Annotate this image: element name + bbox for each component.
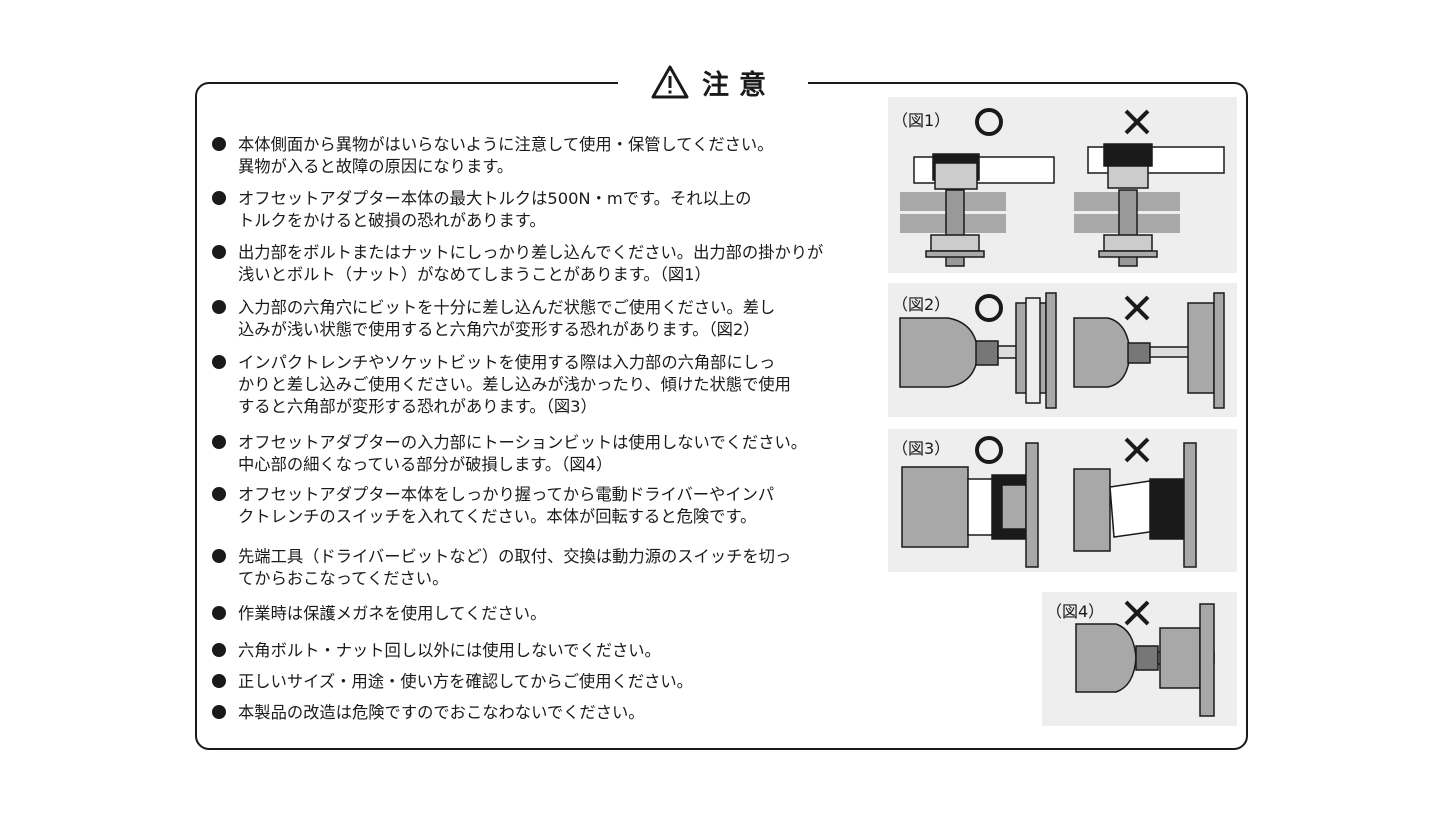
torsion-bit-illustration — [1075, 600, 1215, 717]
list-item: 本体側面から異物がはいらないように注意して使用・保管してください。異物が入ると故… — [212, 134, 850, 178]
list-item: 入力部の六角穴にビットを十分に差し込んだ状態でご使用ください。差し込みが浅い状態… — [212, 297, 850, 341]
item-line: クトレンチのスイッチを入れてください。本体が回転すると危険です。 — [238, 507, 757, 526]
figure-label: （図4） — [1046, 602, 1105, 621]
item-line: 六角ボルト・ナット回し以外には使用しないでください。 — [238, 641, 661, 660]
item-line: 入力部の六角穴にビットを十分に差し込んだ状態でご使用ください。差し — [238, 298, 776, 317]
list-item: オフセットアダプター本体をしっかり握ってから電動ドライバーやインパクトレンチのス… — [212, 484, 850, 528]
item-line: 本体側面から異物がはいらないように注意して使用・保管してください。 — [238, 135, 774, 154]
figure-label: （図2） — [892, 295, 951, 314]
list-item: 本製品の改造は危険ですのでおこなわないでください。 — [212, 702, 850, 724]
bullet-icon — [212, 191, 226, 205]
bolt-socket-illustration — [900, 108, 1225, 267]
figure-2: （図2） — [888, 283, 1237, 417]
impact-wrench-socket-illustration — [901, 436, 1197, 568]
bullet-icon — [212, 245, 226, 259]
item-line: 作業時は保護メガネを使用してください。 — [238, 604, 547, 623]
list-item: 正しいサイズ・用途・使い方を確認してからご使用ください。 — [212, 671, 850, 693]
warning-triangle-icon — [651, 65, 689, 99]
figure-label: （図1） — [892, 111, 951, 130]
item-line: 出力部をボルトまたはナットにしっかり差し込んでください。出力部の掛かりが — [238, 243, 824, 262]
bullet-icon — [212, 300, 226, 314]
bullet-icon — [212, 549, 226, 563]
bullet-icon — [212, 137, 226, 151]
item-line: てからおこなってください。 — [238, 569, 449, 588]
bullet-icon — [212, 435, 226, 449]
item-line: 浅いとボルト（ナット）がなめてしまうことがあります。（図1） — [238, 265, 711, 284]
list-item: 出力部をボルトまたはナットにしっかり差し込んでください。出力部の掛かりが浅いとボ… — [212, 242, 850, 286]
figure-label: （図3） — [892, 439, 951, 458]
bullet-icon — [212, 705, 226, 719]
item-line: 中心部の細くなっている部分が破損します。（図4） — [238, 455, 613, 474]
list-item: 先端工具（ドライバービットなど）の取付、交換は動力源のスイッチを切ってからおこな… — [212, 546, 850, 590]
bullet-icon — [212, 643, 226, 657]
item-line: 正しいサイズ・用途・使い方を確認してからご使用ください。 — [238, 672, 693, 691]
item-line: トルクをかけると破損の恐れがあります。 — [238, 211, 546, 230]
item-line: すると六角部が変形する恐れがあります。（図3） — [238, 397, 597, 416]
bullet-icon — [212, 674, 226, 688]
item-line: オフセットアダプター本体をしっかり握ってから電動ドライバーやインパ — [238, 485, 775, 504]
figure-1: （図1） — [888, 97, 1237, 273]
list-item: 六角ボルト・ナット回し以外には使用しないでください。 — [212, 640, 850, 662]
list-item: 作業時は保護メガネを使用してください。 — [212, 603, 850, 625]
list-item: オフセットアダプター本体の最大トルクは500N・mです。それ以上のトルクをかける… — [212, 188, 850, 232]
item-line: かりと差し込みご使用ください。差し込みが浅かったり、傾けた状態で使用 — [238, 375, 791, 394]
figure-3: （図3） — [888, 429, 1237, 572]
item-line: 先端工具（ドライバービットなど）の取付、交換は動力源のスイッチを切っ — [238, 547, 792, 566]
figure-4: （図4） — [1042, 592, 1237, 726]
caution-header: 注意 — [618, 60, 808, 104]
bullet-icon — [212, 487, 226, 501]
item-line: オフセットアダプターの入力部にトーションビットは使用しないでください。 — [238, 433, 808, 452]
impact-driver-bit-illustration — [899, 292, 1225, 409]
bullet-icon — [212, 606, 226, 620]
item-line: オフセットアダプター本体の最大トルクは500N・mです。それ以上の — [238, 189, 752, 208]
item-line: インパクトレンチやソケットビットを使用する際は入力部の六角部にしっ — [238, 353, 776, 372]
list-item: インパクトレンチやソケットビットを使用する際は入力部の六角部にしっかりと差し込み… — [212, 352, 850, 418]
list-item: オフセットアダプターの入力部にトーションビットは使用しないでください。中心部の細… — [212, 432, 850, 476]
caution-title: 注意 — [702, 69, 776, 101]
bullet-icon — [212, 355, 226, 369]
item-line: 本製品の改造は危険ですのでおこなわないでください。 — [238, 703, 645, 722]
item-line: 込みが浅い状態で使用すると六角穴が変形する恐れがあります。（図2） — [238, 320, 760, 339]
item-line: 異物が入ると故障の原因になります。 — [238, 157, 514, 176]
